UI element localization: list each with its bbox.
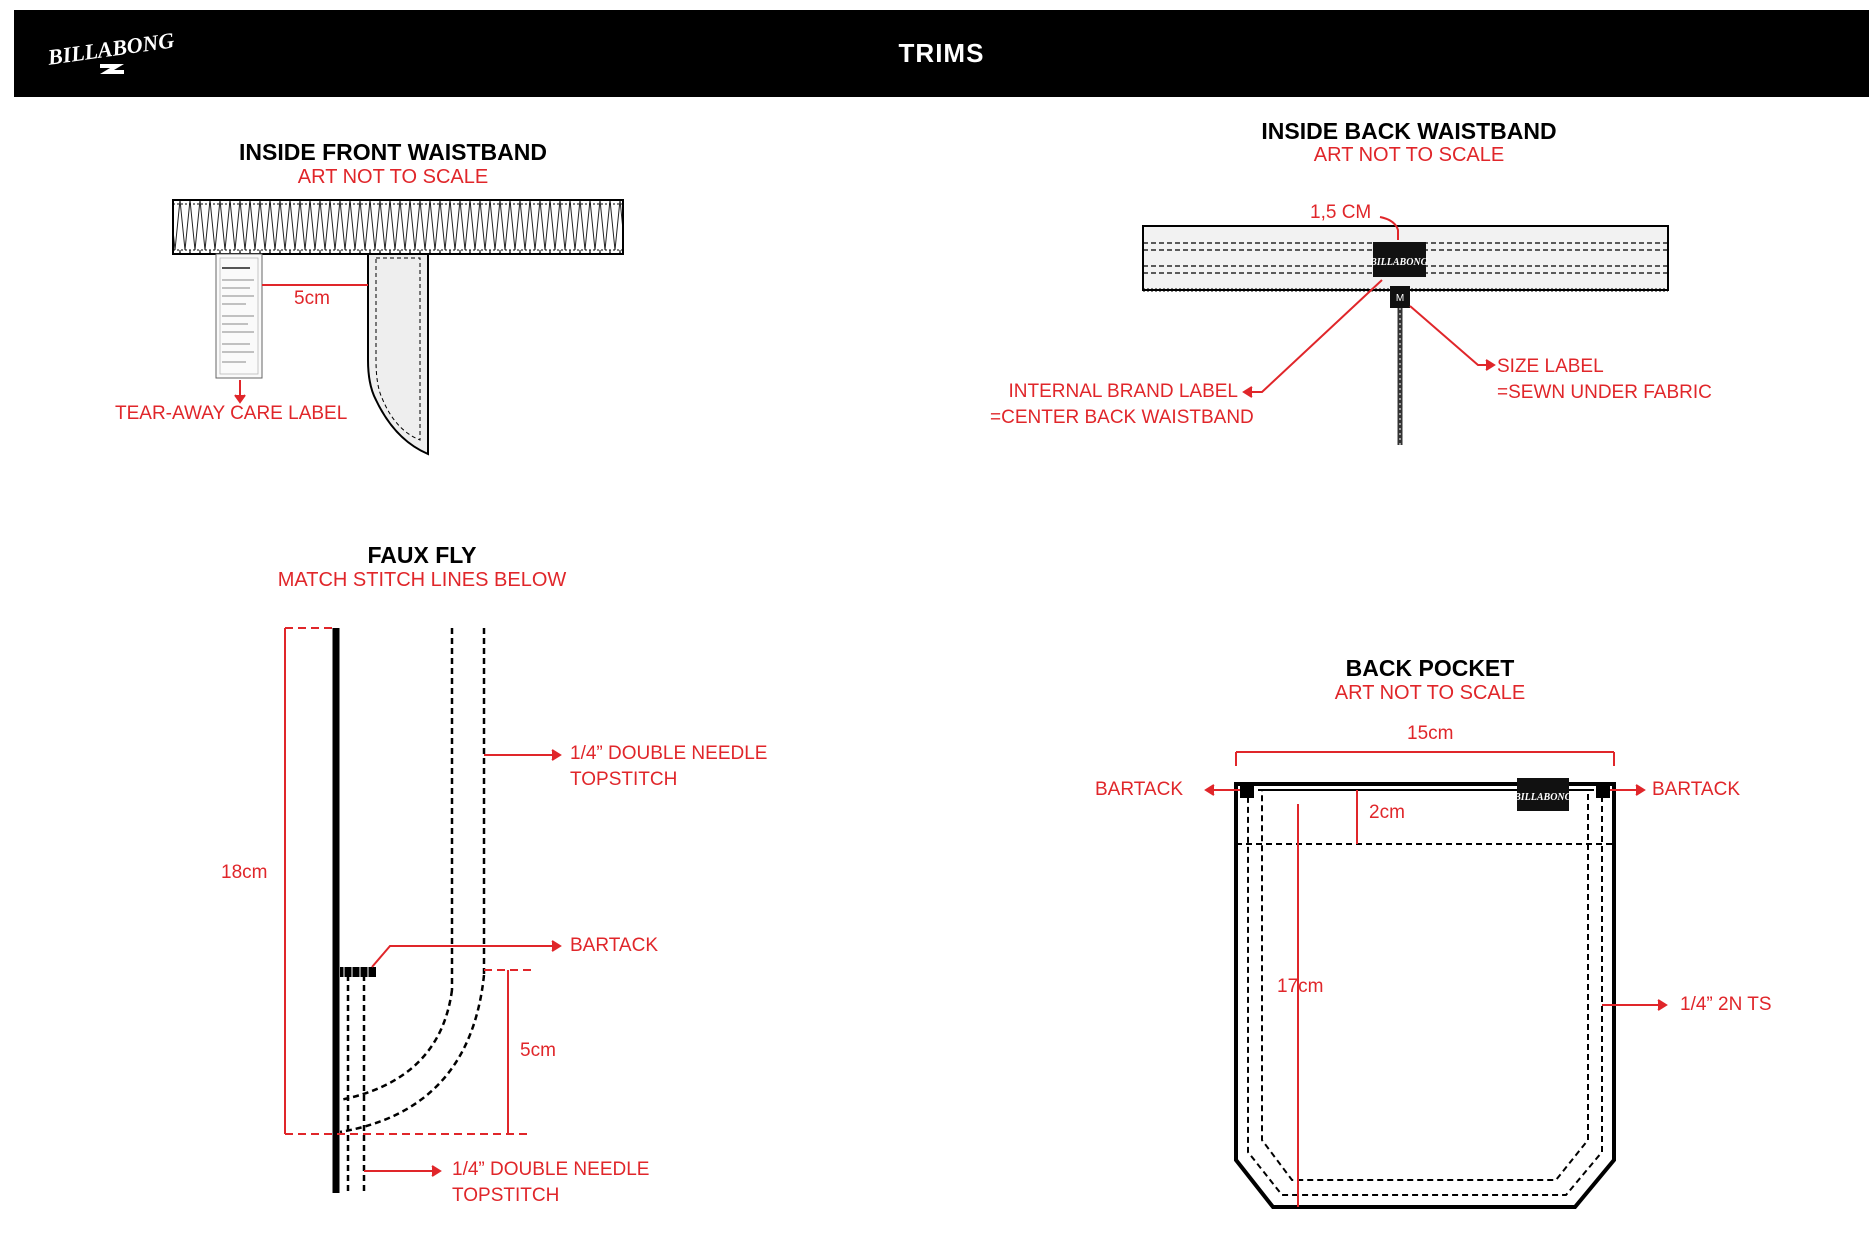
pocket-bartack-right-callout: BARTACK xyxy=(1652,779,1740,800)
back-pocket-subtitle: ART NOT TO SCALE xyxy=(1334,682,1526,704)
size-label-line-1: SIZE LABEL xyxy=(1497,356,1604,377)
size-label-line-2: =SEWN UNDER FABRIC xyxy=(1497,382,1712,403)
pocket-height-dim: 17cm xyxy=(1277,976,1324,997)
faux-fly-subtitle: MATCH STITCH LINES BELOW xyxy=(277,569,567,591)
size-label-callout: SIZE LABEL =SEWN UNDER FABRIC xyxy=(1497,354,1712,406)
back-pocket-dimensions xyxy=(1204,751,1668,1207)
topstitch-top-line-1: 1/4” DOUBLE NEEDLE xyxy=(570,743,768,764)
topstitch-bottom-callout: 1/4” DOUBLE NEEDLE TOPSTITCH xyxy=(452,1157,649,1209)
faux-fly-bartack-callout: BARTACK xyxy=(570,935,658,956)
care-label-tag xyxy=(215,253,263,379)
front-dim-label: 5cm xyxy=(294,288,330,309)
topstitch-top-line-2: TOPSTITCH xyxy=(570,769,678,790)
billabong-logo-icon: BILLABONG xyxy=(45,28,176,74)
topstitch-bottom-line-1: 1/4” DOUBLE NEEDLE xyxy=(452,1159,650,1180)
size-tag: M xyxy=(1396,293,1404,304)
topstitch-bottom-line-2: TOPSTITCH xyxy=(452,1185,560,1206)
brand-label-callout: INTERNAL BRAND LABEL =CENTER BACK WAISTB… xyxy=(990,379,1254,431)
back-waistband-subtitle: ART NOT TO SCALE xyxy=(1313,144,1505,166)
pocket-width-dim: 15cm xyxy=(1407,723,1454,744)
front-waistband-drawing xyxy=(172,199,624,255)
svg-text:BILLABONG: BILLABONG xyxy=(1513,792,1573,803)
back-pocket-title: BACK POCKET xyxy=(1345,655,1515,681)
pocket-stitch-callout: 1/4” 2N TS xyxy=(1680,994,1772,1015)
back-waistband-leaders xyxy=(1242,216,1496,398)
pocket-bartack-left-callout: BARTACK xyxy=(1095,779,1183,800)
front-dim-line xyxy=(234,284,368,404)
front-fly-extension xyxy=(367,253,429,456)
svg-text:BILLABONG: BILLABONG xyxy=(1369,257,1429,268)
faux-fly-drawing xyxy=(332,628,486,1193)
faux-fly-title: FAUX FLY xyxy=(367,542,477,568)
fly-height-dim: 18cm xyxy=(221,862,268,883)
pocket-hem-dim: 2cm xyxy=(1369,802,1405,823)
topstitch-top-callout: 1/4” DOUBLE NEEDLE TOPSTITCH xyxy=(570,741,767,793)
fly-curve-dim: 5cm xyxy=(520,1040,556,1061)
back-waistband-drawing: BILLABONG M xyxy=(1142,225,1669,445)
care-label-callout: TEAR-AWAY CARE LABEL xyxy=(115,403,348,424)
front-waistband-title: INSIDE FRONT WAISTBAND xyxy=(239,139,547,165)
back-dim-label: 1,5 CM xyxy=(1310,202,1372,223)
faux-fly-dimensions xyxy=(284,627,562,1177)
brand-label-line-2: =CENTER BACK WAISTBAND xyxy=(990,407,1254,428)
back-waistband-title: INSIDE BACK WAISTBAND xyxy=(1261,118,1557,144)
brand-label-line-1: INTERNAL BRAND LABEL xyxy=(1008,381,1238,402)
page-title: TRIMS xyxy=(898,38,985,68)
header-bar: BILLABONG TRIMS xyxy=(14,10,1869,97)
front-waistband-subtitle: ART NOT TO SCALE xyxy=(297,166,489,188)
